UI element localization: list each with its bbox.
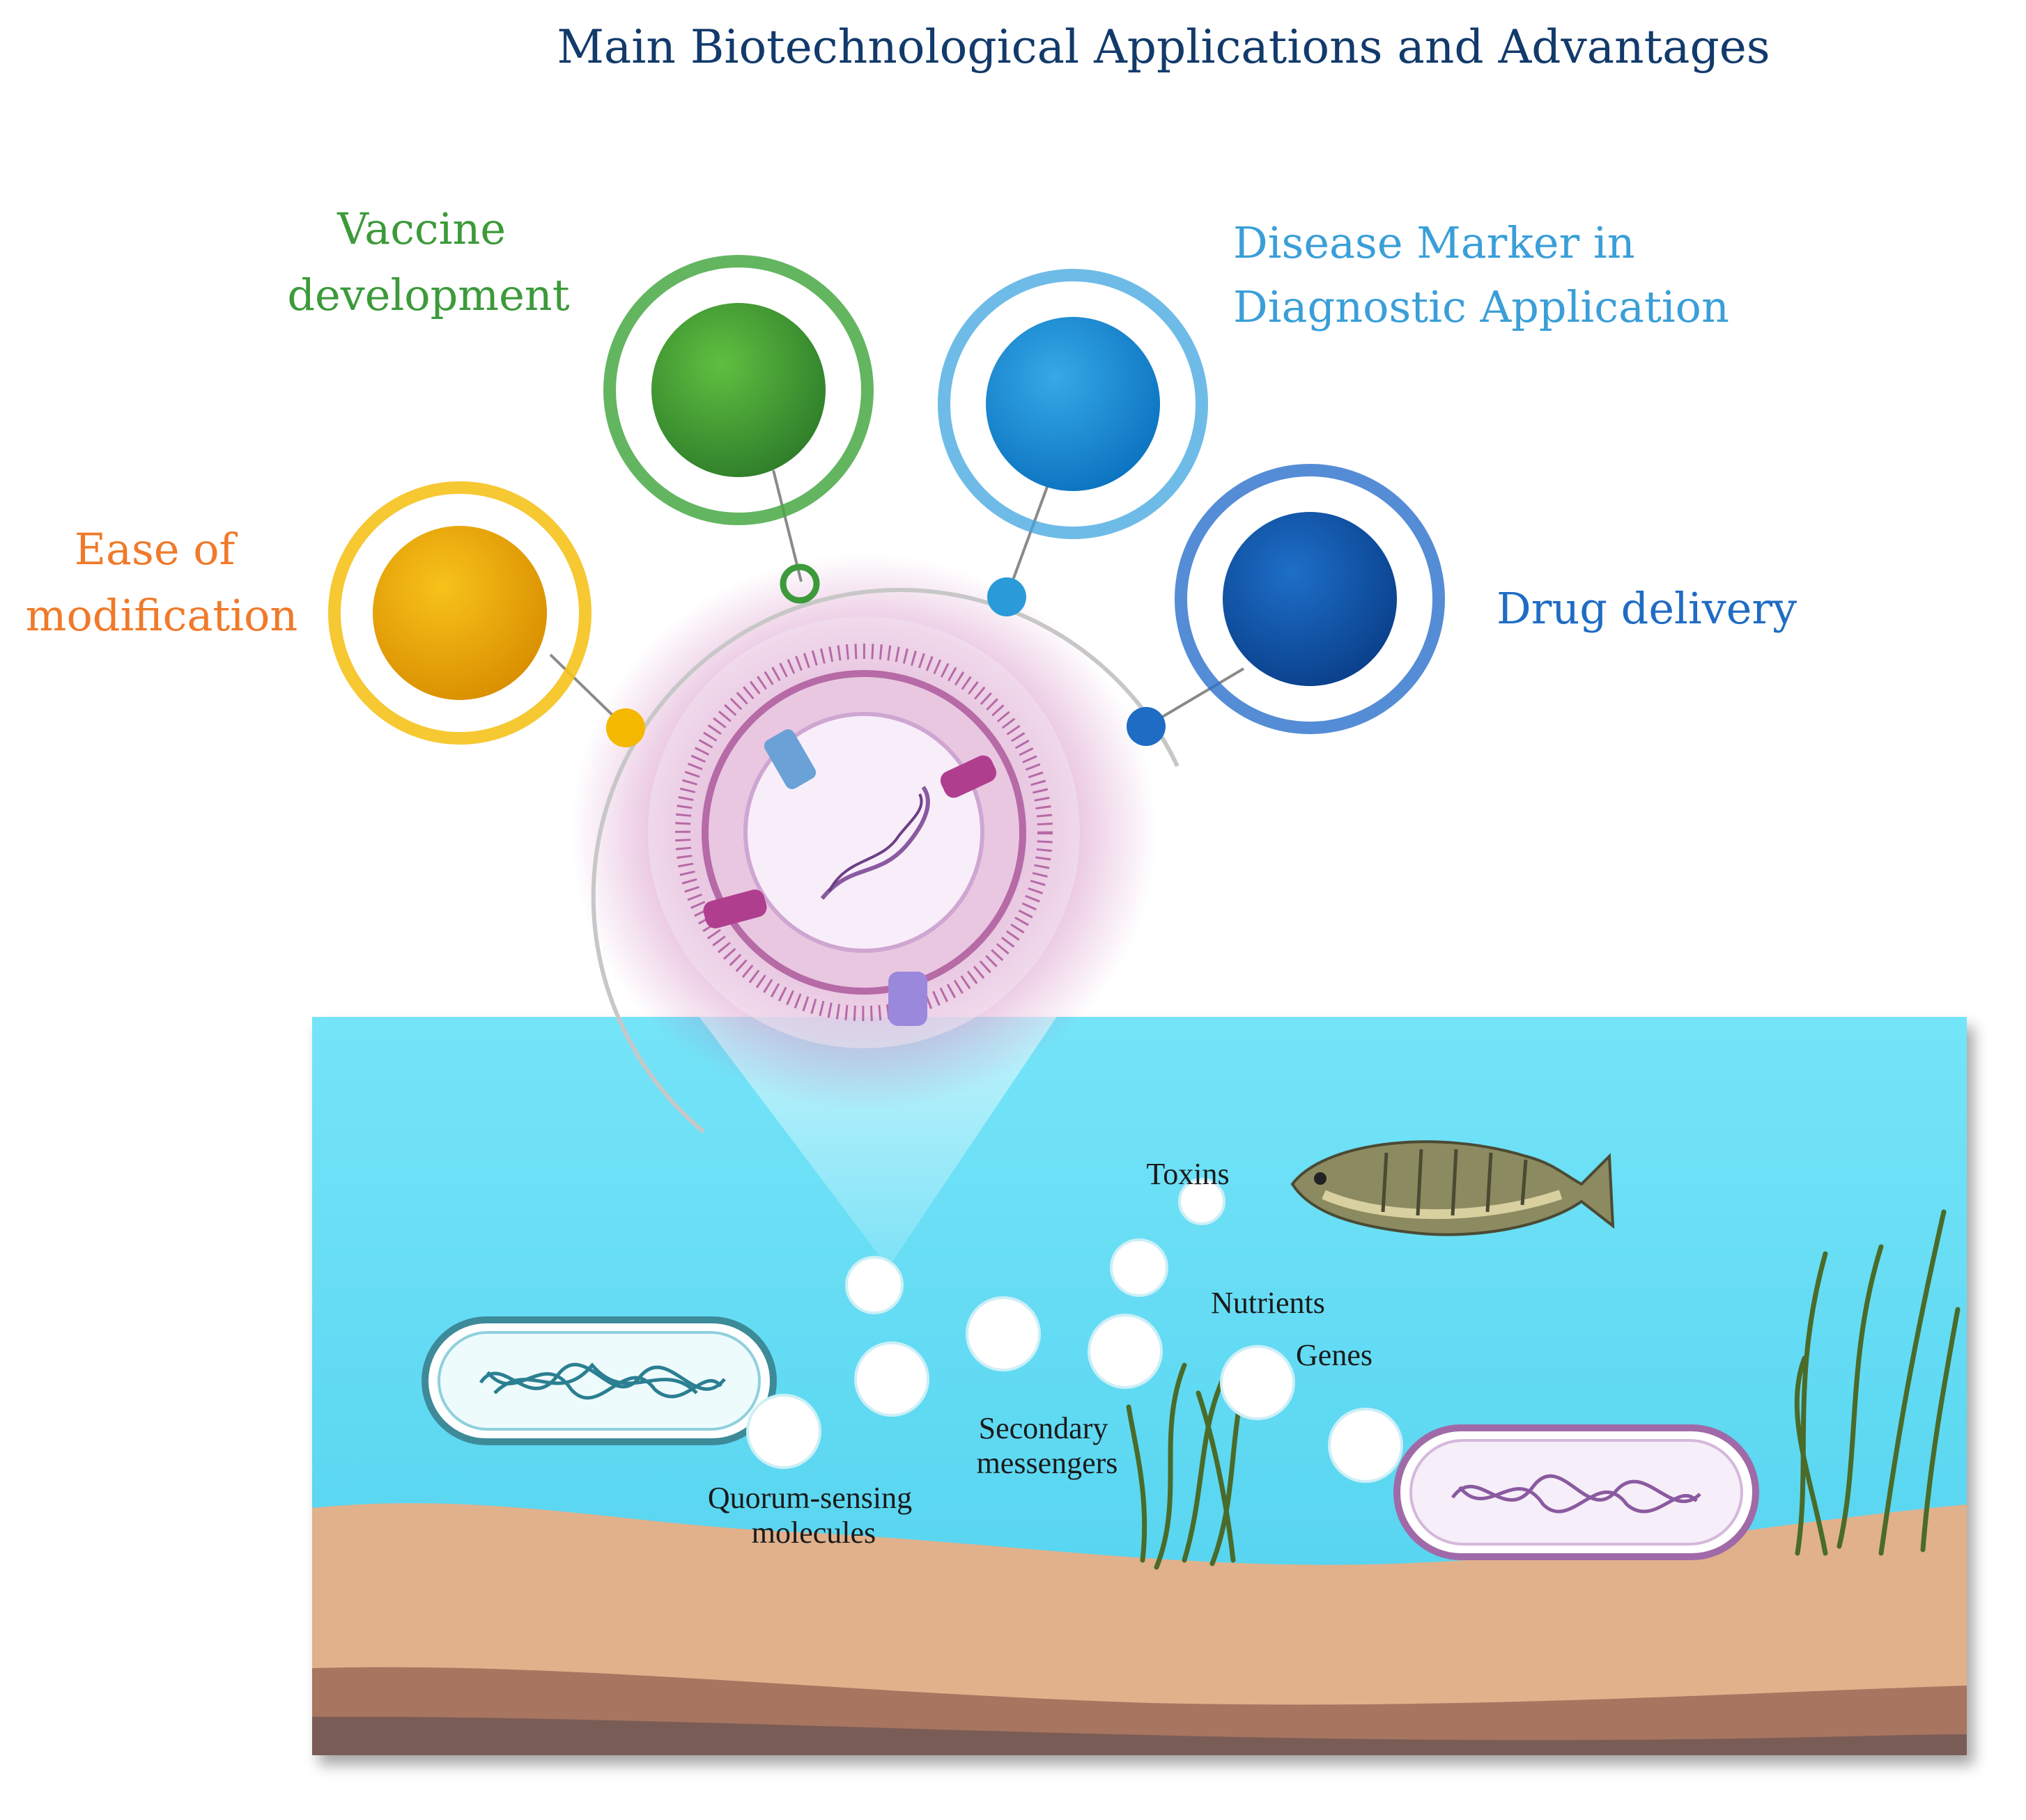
label-toxins: Toxins — [1146, 1157, 1229, 1191]
orange-circle-icon — [373, 526, 547, 700]
green-circle-icon — [651, 303, 826, 477]
connector-arc — [591, 588, 1180, 1134]
label-disease: Disease Marker in Diagnostic Application — [1233, 217, 1729, 332]
connector-dot-drug — [1127, 707, 1166, 746]
released-vesicles — [746, 1178, 1403, 1483]
outer-membrane-vesicle-icon — [571, 554, 1157, 1111]
application-disease — [938, 269, 1208, 539]
label-vaccine: Vaccine development — [287, 203, 569, 320]
label-quorum-sensing: Quorum-sensing molecules — [708, 1481, 920, 1550]
connector-dot-disease — [987, 577, 1026, 616]
light-blue-circle-icon — [986, 317, 1160, 491]
connector-dot-vaccine — [780, 563, 820, 604]
page-title: Main Biotechnological Applications and A… — [557, 20, 1770, 74]
label-nutrients: Nutrients — [1211, 1286, 1325, 1320]
label-genes: Genes — [1296, 1338, 1372, 1372]
application-vaccine — [603, 255, 874, 525]
application-drug — [1175, 464, 1445, 734]
bacterium-purple-icon — [1393, 1424, 1759, 1560]
aquatic-scene — [312, 1017, 1967, 1755]
label-secondary-messengers: Secondary messengers — [977, 1411, 1118, 1480]
bacterium-cyan-icon — [422, 1316, 777, 1445]
connector-dot-ease — [606, 708, 645, 747]
fish-icon — [1290, 1140, 1615, 1236]
label-ease: Ease of modification — [26, 524, 298, 641]
label-drug: Drug delivery — [1497, 583, 1797, 634]
application-ease — [328, 481, 591, 745]
dark-blue-circle-icon — [1223, 512, 1397, 686]
